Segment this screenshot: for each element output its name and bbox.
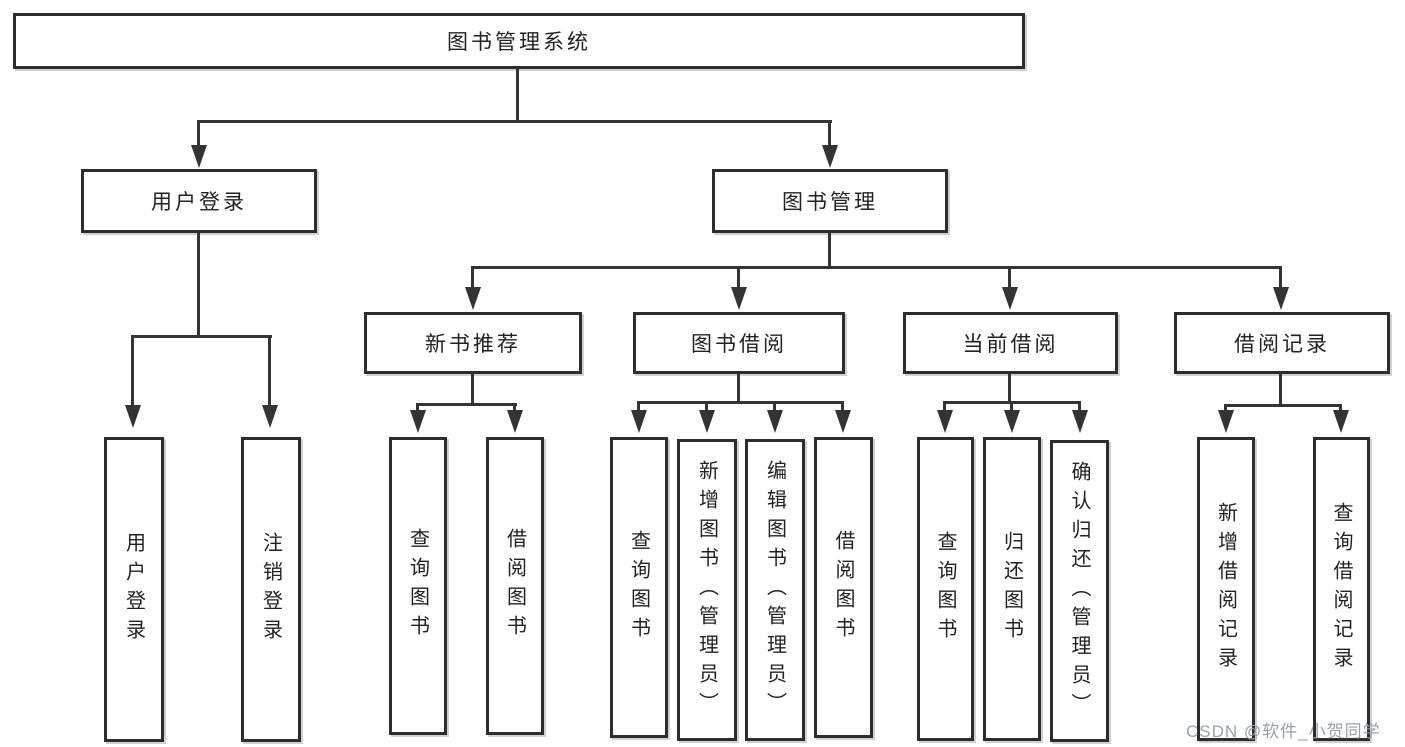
arrow-head (1333, 410, 1349, 433)
arrow-head (631, 410, 647, 433)
node-book-borrowing: 图书借阅 (633, 312, 845, 374)
connector-line (1279, 266, 1282, 289)
arrow-head (262, 405, 278, 428)
arrow-head (767, 410, 783, 433)
connector-line (637, 401, 844, 404)
connector-line (773, 401, 776, 411)
connector-line (197, 120, 832, 123)
connector-line (131, 335, 134, 407)
arrow-head (507, 410, 523, 433)
connector-line (197, 233, 200, 338)
arrow-head (410, 410, 426, 433)
node-library-management-system: 图书管理系统 (13, 13, 1025, 69)
connector-line (471, 266, 474, 289)
leaf-borrow-books: 借阅图书 (814, 437, 873, 738)
arrow-head (731, 287, 747, 310)
node-user-login: 用户登录 (81, 169, 317, 233)
node-borrowing-records: 借阅记录 (1174, 312, 1390, 374)
connector-line (828, 233, 831, 269)
arrow-head (822, 145, 838, 168)
connector-line (513, 403, 516, 412)
connector-line (197, 120, 200, 147)
connector-line (1224, 404, 1342, 407)
leaf-add-borrow-record: 新增借阅记录 (1197, 437, 1255, 741)
arrow-head (465, 287, 481, 310)
connector-line (1010, 401, 1013, 411)
connector-line (471, 266, 1282, 269)
leaf-user-login: 用户登录 (104, 437, 164, 742)
connector-line (1339, 404, 1342, 411)
leaf-logout: 注销登录 (241, 437, 301, 742)
connector-line (1279, 374, 1282, 407)
connector-line (637, 401, 640, 411)
leaf-add-books-admin: 新增图书（管理员） (677, 439, 737, 741)
arrow-head (937, 410, 953, 433)
leaf-query-borrow-record: 查询借阅记录 (1313, 437, 1370, 741)
leaf-borrow-books-recommend: 借阅图书 (486, 437, 544, 735)
arrow-head (699, 410, 715, 433)
arrow-head (1273, 287, 1289, 310)
leaf-confirm-return-admin: 确认归还（管理员） (1050, 440, 1109, 742)
connector-line (1078, 401, 1081, 411)
arrow-head (125, 405, 141, 428)
connector-line (737, 266, 740, 289)
connector-line (471, 374, 474, 406)
connector-line (131, 335, 272, 338)
arrow-head (1004, 410, 1020, 433)
connector-line (1008, 374, 1011, 404)
connector-line (841, 401, 844, 411)
leaf-return-books: 归还图书 (983, 437, 1041, 741)
arrow-head (835, 410, 851, 433)
connector-line (705, 401, 708, 411)
node-new-book-recommend: 新书推荐 (364, 312, 582, 374)
arrow-head (191, 145, 207, 168)
connector-line (828, 120, 831, 147)
leaf-query-books-current: 查询图书 (917, 437, 974, 741)
leaf-edit-books-admin: 编辑图书（管理员） (745, 439, 805, 741)
arrow-head (1218, 410, 1234, 433)
connector-line (416, 403, 419, 412)
connector-line (1224, 404, 1227, 411)
arrow-head (1002, 287, 1018, 310)
connector-line (737, 374, 740, 404)
connector-line (943, 401, 946, 411)
connector-line (416, 403, 517, 406)
node-book-management: 图书管理 (712, 169, 948, 233)
connector-line (1008, 266, 1011, 289)
leaf-query-books-borrowing: 查询图书 (610, 437, 668, 738)
watermark: CSDN @软件_小贺同学 (1186, 722, 1381, 741)
leaf-query-books-recommend: 查询图书 (389, 437, 447, 735)
node-current-borrowing: 当前借阅 (903, 312, 1118, 374)
arrow-head (1072, 410, 1088, 433)
connector-line (516, 69, 519, 120)
connector-line (268, 335, 271, 407)
